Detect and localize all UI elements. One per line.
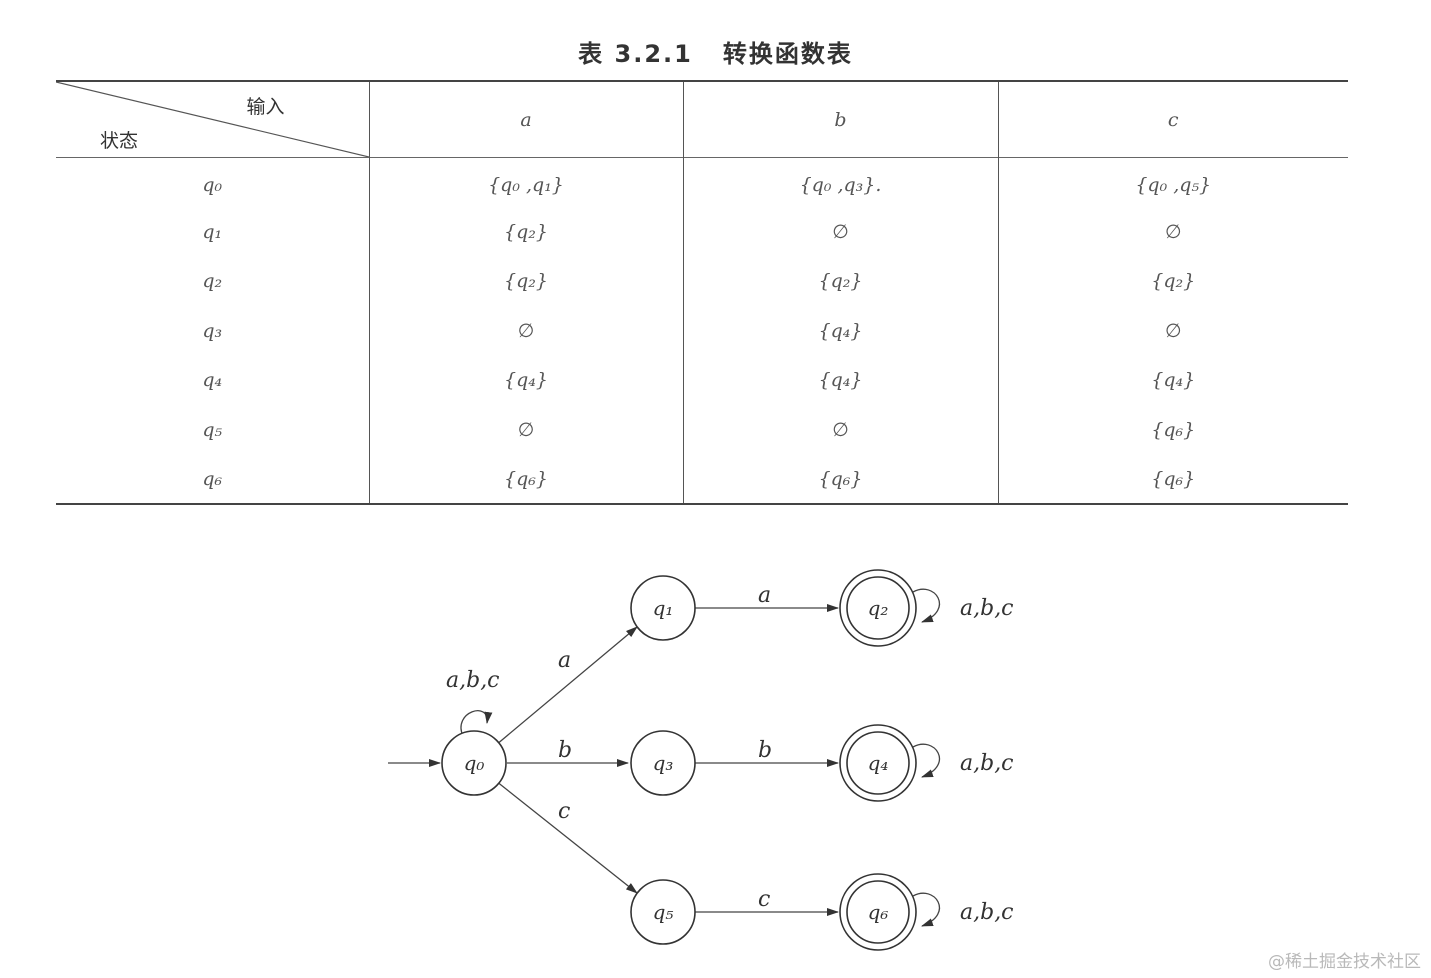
cell-c: ∅ bbox=[997, 306, 1348, 356]
state-label-q3: q₃ bbox=[653, 751, 674, 775]
state-cell: q₅ bbox=[202, 418, 223, 441]
state-q5: q₅ bbox=[630, 879, 696, 945]
self-loop-q4 bbox=[912, 743, 941, 778]
watermark: @稀土掘金技术社区 bbox=[1268, 952, 1421, 972]
state-cell: q₂ bbox=[202, 270, 223, 293]
cell-a: {q₆} bbox=[368, 454, 683, 504]
cell-a: ∅ bbox=[368, 405, 683, 455]
table-caption: 表 3.2.1 转换函数表 bbox=[0, 34, 1431, 69]
state-q0: q₀ bbox=[441, 730, 507, 796]
loop-label-q6: a,b,c bbox=[960, 900, 1014, 925]
table-header-row: 输入 状态 a b c bbox=[56, 81, 1348, 158]
state-label-q6: q₆ bbox=[868, 900, 889, 924]
state-label-q4: q₄ bbox=[868, 751, 889, 775]
header-col-a: a bbox=[368, 81, 683, 158]
table-row: q₃ ∅ {q₄} ∅ bbox=[56, 306, 1348, 356]
cell-b: {q₂} bbox=[682, 256, 998, 306]
state-q3: q₃ bbox=[630, 730, 696, 796]
loop-label-q0: a,b,c bbox=[446, 668, 500, 693]
state-q4: q₄ bbox=[839, 724, 917, 802]
cell-c: {q₆} bbox=[997, 454, 1348, 504]
state-cell: q₄ bbox=[202, 369, 223, 392]
caption-title: 转换函数表 bbox=[722, 40, 853, 68]
cell-c: {q₀ ,q₅} bbox=[997, 157, 1348, 207]
state-cell: q₀ bbox=[202, 173, 223, 196]
cell-c: {q₂} bbox=[997, 256, 1348, 306]
table-row: q₀ {q₀ ,q₁} {q₀ ,q₃}. {q₀ ,q₅} bbox=[56, 157, 1348, 207]
loop-label-q2: a,b,c bbox=[960, 596, 1014, 621]
state-label-q1: q₁ bbox=[653, 596, 674, 620]
edge-label-q0-q3: b bbox=[558, 738, 572, 763]
cell-c: {q₆} bbox=[997, 405, 1348, 455]
header-col-b: b bbox=[682, 81, 998, 158]
cell-b: {q₄} bbox=[682, 306, 998, 356]
cell-a: {q₄} bbox=[368, 355, 683, 405]
edge-label-q3-q4: b bbox=[758, 738, 772, 763]
header-corner-cell: 输入 状态 bbox=[56, 81, 369, 158]
state-cell: q₆ bbox=[202, 467, 223, 490]
cell-a: {q₀ ,q₁} bbox=[368, 157, 683, 207]
state-q2: q₂ bbox=[839, 569, 917, 647]
state-q1: q₁ bbox=[630, 575, 696, 641]
cell-b: ∅ bbox=[682, 405, 998, 455]
input-label: 输入 bbox=[246, 96, 285, 118]
loop-label-q4: a,b,c bbox=[960, 751, 1014, 776]
state-q6: q₆ bbox=[839, 873, 917, 951]
table-row: q₄ {q₄} {q₄} {q₄} bbox=[56, 355, 1348, 405]
cell-b: {q₀ ,q₃}. bbox=[682, 157, 998, 207]
self-loop-q6 bbox=[912, 892, 941, 927]
cell-b: {q₆} bbox=[682, 454, 998, 504]
table-row: q₅ ∅ ∅ {q₆} bbox=[56, 405, 1348, 455]
self-loop-q2 bbox=[912, 588, 941, 623]
cell-a: {q₂} bbox=[368, 207, 683, 257]
state-cell: q₁ bbox=[202, 220, 223, 243]
caption-number: 表 3.2.1 bbox=[578, 40, 693, 68]
state-label-q2: q₂ bbox=[868, 596, 889, 620]
self-loop-q0 bbox=[460, 710, 493, 737]
edge-label-q5-q6: c bbox=[758, 887, 770, 912]
header-col-c: c bbox=[997, 81, 1348, 158]
edge-q0-q5 bbox=[495, 780, 638, 894]
state-label: 状态 bbox=[100, 130, 139, 152]
transition-table: 输入 状态 a b c q₀ {q₀ ,q₁} {q₀ ,q₃}. {q₀ ,q… bbox=[56, 80, 1348, 505]
cell-b: ∅ bbox=[682, 207, 998, 257]
state-label-q0: q₀ bbox=[464, 751, 485, 775]
diagonal-divider bbox=[56, 82, 369, 157]
transition-table-container: 输入 状态 a b c q₀ {q₀ ,q₁} {q₀ ,q₃}. {q₀ ,q… bbox=[56, 80, 1348, 505]
edge-label-q0-q5: c bbox=[558, 799, 570, 824]
state-label-q5: q₅ bbox=[653, 900, 674, 924]
edge-label-q0-q1: a bbox=[558, 648, 571, 673]
cell-c: ∅ bbox=[997, 207, 1348, 257]
edge-label-q1-q2: a bbox=[758, 583, 771, 608]
cell-b: {q₄} bbox=[682, 355, 998, 405]
edge-q0-q1 bbox=[495, 626, 638, 746]
table-row: q₂ {q₂} {q₂} {q₂} bbox=[56, 256, 1348, 306]
state-cell: q₃ bbox=[202, 319, 223, 342]
cell-a: ∅ bbox=[368, 306, 683, 356]
table-row: q₆ {q₆} {q₆} {q₆} bbox=[56, 454, 1348, 504]
cell-a: {q₂} bbox=[368, 256, 683, 306]
table-row: q₁ {q₂} ∅ ∅ bbox=[56, 207, 1348, 257]
cell-c: {q₄} bbox=[997, 355, 1348, 405]
